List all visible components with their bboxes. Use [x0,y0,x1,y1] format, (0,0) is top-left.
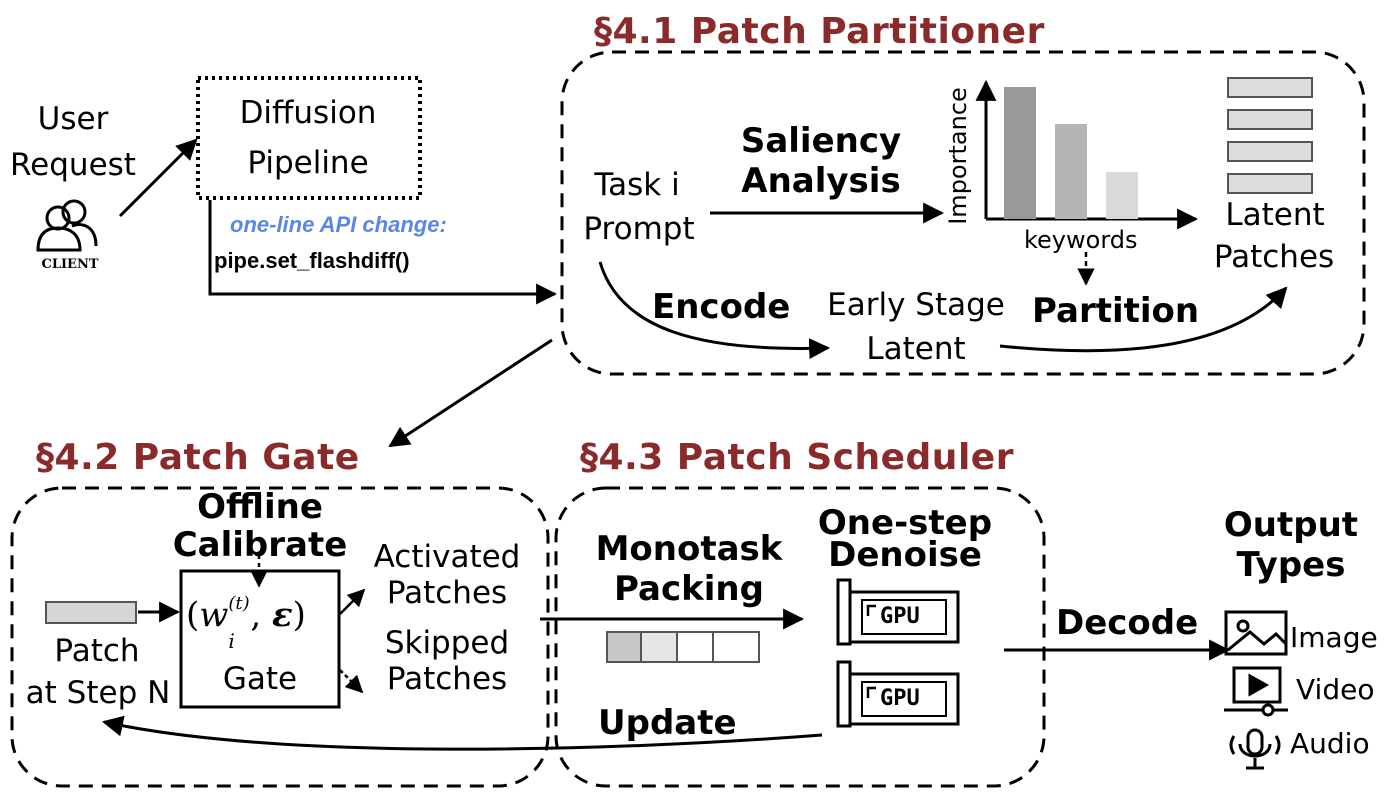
update-label: Update [598,703,737,743]
packing-label: Packing [614,569,764,609]
scheduler-frame [554,486,1046,788]
activated-arrow [339,588,366,615]
importance-bar [1055,124,1087,219]
gate-frame [10,486,550,788]
monotask-label: Monotask [595,529,783,569]
activated-label: Activated [373,539,521,575]
gpu-label: GPU [880,604,920,629]
task-label: Task i [594,167,680,203]
latent-patch [1227,77,1313,98]
api-change-note: one-line API change: [230,212,447,237]
decode-label: Decode [1056,603,1199,643]
latent-patch-stack [1227,77,1313,194]
pipeline-label-line2: Pipeline [247,145,369,181]
partitioner-section-title: §4.1 Patch Partitioner [594,11,1045,52]
early-latent-label: Latent [866,331,966,367]
gate-formula: (w(t)i, ε) [186,593,306,653]
prompt-label: Prompt [583,211,695,247]
partitioner-frame [560,50,1366,376]
encode-curve [598,261,831,360]
user-request-line2: Request [10,147,136,183]
skipped-patches-label: Patches [386,661,508,697]
image-icon [1224,610,1288,656]
formula-epsilon: ε [272,595,293,635]
offline-label: Offline [197,487,323,527]
gpu-label: GPU [880,686,920,711]
patches-label: Patches [1213,239,1335,275]
update-curve [101,715,823,751]
encode-label: Encode [652,287,791,327]
output-video-label: Video [1296,673,1375,706]
partition-curve [999,286,1288,353]
client-icon [36,199,98,252]
formula-sup: (t) [228,593,250,614]
importance-bar [1106,172,1138,219]
gpu-card [836,578,960,646]
latent-patch [1227,109,1313,130]
calibrate-label: Calibrate [172,525,348,565]
skipped-arrow [339,669,364,694]
latent-label: Latent [1225,197,1325,233]
denoise-label: Denoise [828,535,982,575]
formula-sub: i [228,629,235,653]
partitioner-to-gate-arrow [388,338,553,448]
chart-y-label: Importance [944,87,972,225]
latent-patch [1227,141,1313,162]
gpu-card [836,660,960,728]
output-title-line1: Output [1223,505,1359,545]
skipped-label: Skipped [384,625,510,661]
chart-x-label: keywords [1024,226,1138,254]
user-request-line1: User [37,101,109,137]
step-label: at Step N [25,675,171,711]
latent-patch [1227,173,1313,194]
patch-label: Patch [54,633,140,669]
patch-rect [45,601,137,624]
pipeline-label-line1: Diffusion [239,95,377,131]
video-icon [1224,666,1288,717]
pipeline-box [196,76,422,200]
analysis-label: Analysis [741,161,901,201]
output-audio-label: Audio [1290,727,1370,760]
api-arrow [208,200,558,305]
activated-patches-label: Patches [386,575,508,611]
saliency-label: Saliency [740,121,902,161]
importance-bar [1004,87,1036,219]
scheduler-section-title: §4.3 Patch Scheduler [580,437,1014,478]
one-step-label: One-step [817,503,993,543]
early-stage-label: Early Stage [827,287,1005,323]
audio-icon [1229,728,1281,770]
gate-section-title: §4.2 Patch Gate [36,437,360,478]
formula-w: w [199,595,229,635]
api-code: pipe.set_flashdiff() [214,248,410,273]
client-icon-label: CLIENT [41,257,99,272]
output-title-line2: Types [1236,545,1346,585]
partition-label: Partition [1032,291,1200,331]
importance-chart [975,79,1199,230]
output-image-label: Image [1290,621,1378,654]
request-arrow [118,138,198,218]
gate-label: Gate [222,661,298,697]
packing-strip [606,631,760,663]
